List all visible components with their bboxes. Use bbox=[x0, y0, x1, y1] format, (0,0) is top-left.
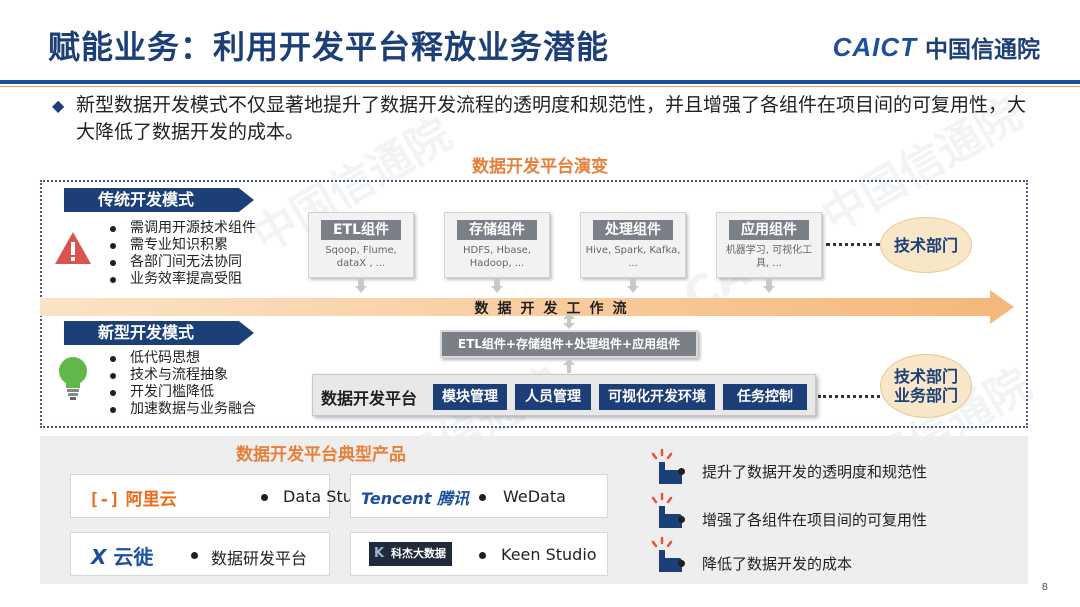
bullet-dot bbox=[678, 516, 685, 523]
diamond-bullet-icon: ◆ bbox=[52, 96, 65, 115]
down-arrow-icon bbox=[355, 279, 367, 293]
module-management: 模块管理 bbox=[433, 384, 507, 410]
product-card-aliyun: [-] 阿里云 Data Studio bbox=[70, 474, 377, 518]
intro-text: 新型数据开发模式不仅显著地提升了数据开发流程的透明度和规范性，并且增强了各组件在… bbox=[76, 94, 1027, 143]
combined-components: ETL组件+存储组件+处理组件+应用组件 bbox=[440, 330, 698, 358]
component-name: 处理组件 bbox=[593, 220, 673, 240]
lightbulb-icon bbox=[59, 357, 87, 400]
bullet-dot bbox=[261, 494, 268, 501]
down-arrow-icon bbox=[491, 279, 503, 293]
product-name: WeData bbox=[503, 487, 566, 506]
component-desc: Hive, Spark, Kafka, ... bbox=[585, 245, 681, 269]
benefit-item: 降低了数据开发的成本 bbox=[678, 553, 852, 574]
component-name: ETL组件 bbox=[321, 220, 401, 240]
products-title: 数据开发平台典型产品 bbox=[236, 445, 406, 465]
visual-dev-environment: 可视化开发环境 bbox=[599, 384, 715, 410]
bullet-dot bbox=[678, 468, 685, 475]
benefit-item: 增强了各组件在项目间的可复用性 bbox=[678, 509, 927, 530]
caict-logo: CAICT 中国信通院 bbox=[833, 30, 1040, 64]
list-item: 各部门间无法协同 bbox=[106, 254, 256, 271]
intro-paragraph: ◆ 新型数据开发模式不仅显著地提升了数据开发流程的透明度和规范性，并且增强了各组… bbox=[52, 92, 1042, 146]
personnel-management: 人员管理 bbox=[515, 384, 591, 410]
down-arrow-icon bbox=[627, 279, 639, 293]
list-item: 低代码思想 bbox=[106, 350, 256, 367]
pointing-hand-icon bbox=[651, 536, 682, 572]
dotted-connector bbox=[826, 243, 880, 246]
pointing-hand-icon bbox=[651, 448, 682, 484]
list-item: 业务效率提高受阻 bbox=[106, 271, 256, 288]
platform-name: 数据开发平台 bbox=[321, 389, 418, 408]
benefit-item: 提升了数据开发的透明度和规范性 bbox=[678, 461, 927, 482]
down-arrow-icon bbox=[563, 359, 575, 373]
traditional-mode-list: 需调用开源技术组件 需专业知识积累 各部门间无法协同 业务效率提高受阻 bbox=[106, 220, 256, 288]
bullet-dot bbox=[191, 552, 198, 559]
pointing-hand-icon bbox=[651, 492, 682, 528]
page-title: 赋能业务：利用开发平台释放业务潜能 bbox=[48, 28, 610, 66]
header-rule-accent bbox=[0, 86, 1080, 87]
down-arrow-icon bbox=[763, 279, 775, 293]
keen-mark-icon: K bbox=[374, 546, 385, 561]
list-item: 需调用开源技术组件 bbox=[106, 220, 256, 237]
product-card-tencent: Tencent 腾讯 WeData bbox=[350, 474, 608, 518]
product-name: Keen Studio bbox=[501, 545, 597, 564]
component-desc: HDFS, Hbase, Hadoop, ... bbox=[462, 245, 532, 269]
component-desc: 机器学习, 可视化工具, ... bbox=[725, 245, 813, 269]
warning-icon bbox=[55, 232, 91, 264]
dotted-connector bbox=[818, 395, 880, 398]
component-card-etl: ETL组件 Sqoop, Flume, dataX , ... bbox=[308, 212, 414, 278]
task-control: 任务控制 bbox=[723, 384, 807, 410]
bullet-dot bbox=[678, 560, 685, 567]
header-rule bbox=[0, 80, 1080, 84]
workflow-label: 数据开发工作流 bbox=[474, 301, 636, 317]
modern-mode-tag: 新型开发模式 bbox=[64, 321, 254, 345]
product-name: 数据研发平台 bbox=[211, 549, 308, 568]
dept-tech: 技术部门 bbox=[880, 217, 972, 273]
component-desc: Sqoop, Flume, dataX , ... bbox=[325, 245, 397, 269]
list-item: 开发门槛降低 bbox=[106, 384, 256, 401]
aliyun-bracket-icon: [-] bbox=[89, 490, 120, 510]
logo-cn-text: 中国信通院 bbox=[925, 37, 1040, 63]
product-card-yunxi: X 云徙 数据研发平台 bbox=[70, 532, 330, 576]
aliyun-logo: [-] 阿里云 bbox=[89, 490, 177, 510]
page-number: 8 bbox=[1041, 582, 1048, 593]
list-item: 需专业知识积累 bbox=[106, 237, 256, 254]
product-card-keen: K 科杰大数据 Keen Studio bbox=[350, 532, 608, 576]
data-platform-bar: 数据开发平台 模块管理 人员管理 可视化开发环境 任务控制 bbox=[312, 374, 816, 416]
dept-tech-business: 技术部门 业务部门 bbox=[880, 354, 972, 418]
component-name: 应用组件 bbox=[729, 220, 809, 240]
traditional-mode-tag: 传统开发模式 bbox=[64, 188, 254, 212]
component-card-processing: 处理组件 Hive, Spark, Kafka, ... bbox=[580, 212, 686, 278]
workflow-arrow bbox=[40, 290, 1014, 324]
component-name: 存储组件 bbox=[457, 220, 537, 240]
list-item: 技术与流程抽象 bbox=[106, 367, 256, 384]
logo-caict-text: CAICT bbox=[832, 31, 917, 62]
modern-mode-list: 低代码思想 技术与流程抽象 开发门槛降低 加速数据与业务融合 bbox=[106, 350, 256, 418]
up-down-arrow-icon bbox=[563, 313, 575, 329]
dept-modern-label: 技术部门 业务部门 bbox=[893, 367, 958, 405]
bullet-dot bbox=[479, 494, 486, 501]
yunxi-mark-icon: X bbox=[91, 545, 107, 569]
bullet-dot bbox=[479, 552, 486, 559]
tencent-logo: Tencent 腾讯 bbox=[361, 489, 470, 508]
component-card-storage: 存储组件 HDFS, Hbase, Hadoop, ... bbox=[444, 212, 550, 278]
list-item: 加速数据与业务融合 bbox=[106, 401, 256, 418]
keen-logo: K 科杰大数据 bbox=[369, 542, 452, 566]
evolution-title: 数据开发平台演变 bbox=[472, 157, 608, 177]
component-card-application: 应用组件 机器学习, 可视化工具, ... bbox=[716, 212, 822, 278]
yunxi-logo: X 云徙 bbox=[91, 545, 154, 569]
